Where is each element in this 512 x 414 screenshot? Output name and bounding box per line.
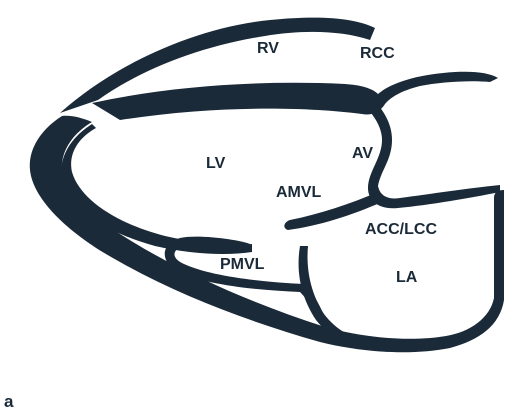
label-acc-lcc: ACC/LCC [365, 221, 437, 238]
label-pmvl: PMVL [220, 256, 265, 273]
aortic-valve-cusps [362, 96, 500, 208]
septum-band [92, 72, 498, 120]
label-av: AV [352, 145, 373, 162]
label-rcc: RCC [360, 45, 395, 62]
panel-label: a [4, 392, 14, 411]
label-lv: LV [206, 155, 226, 172]
label-rv: RV [257, 40, 279, 57]
label-amvl: AMVL [276, 184, 322, 201]
label-la: LA [396, 269, 418, 286]
